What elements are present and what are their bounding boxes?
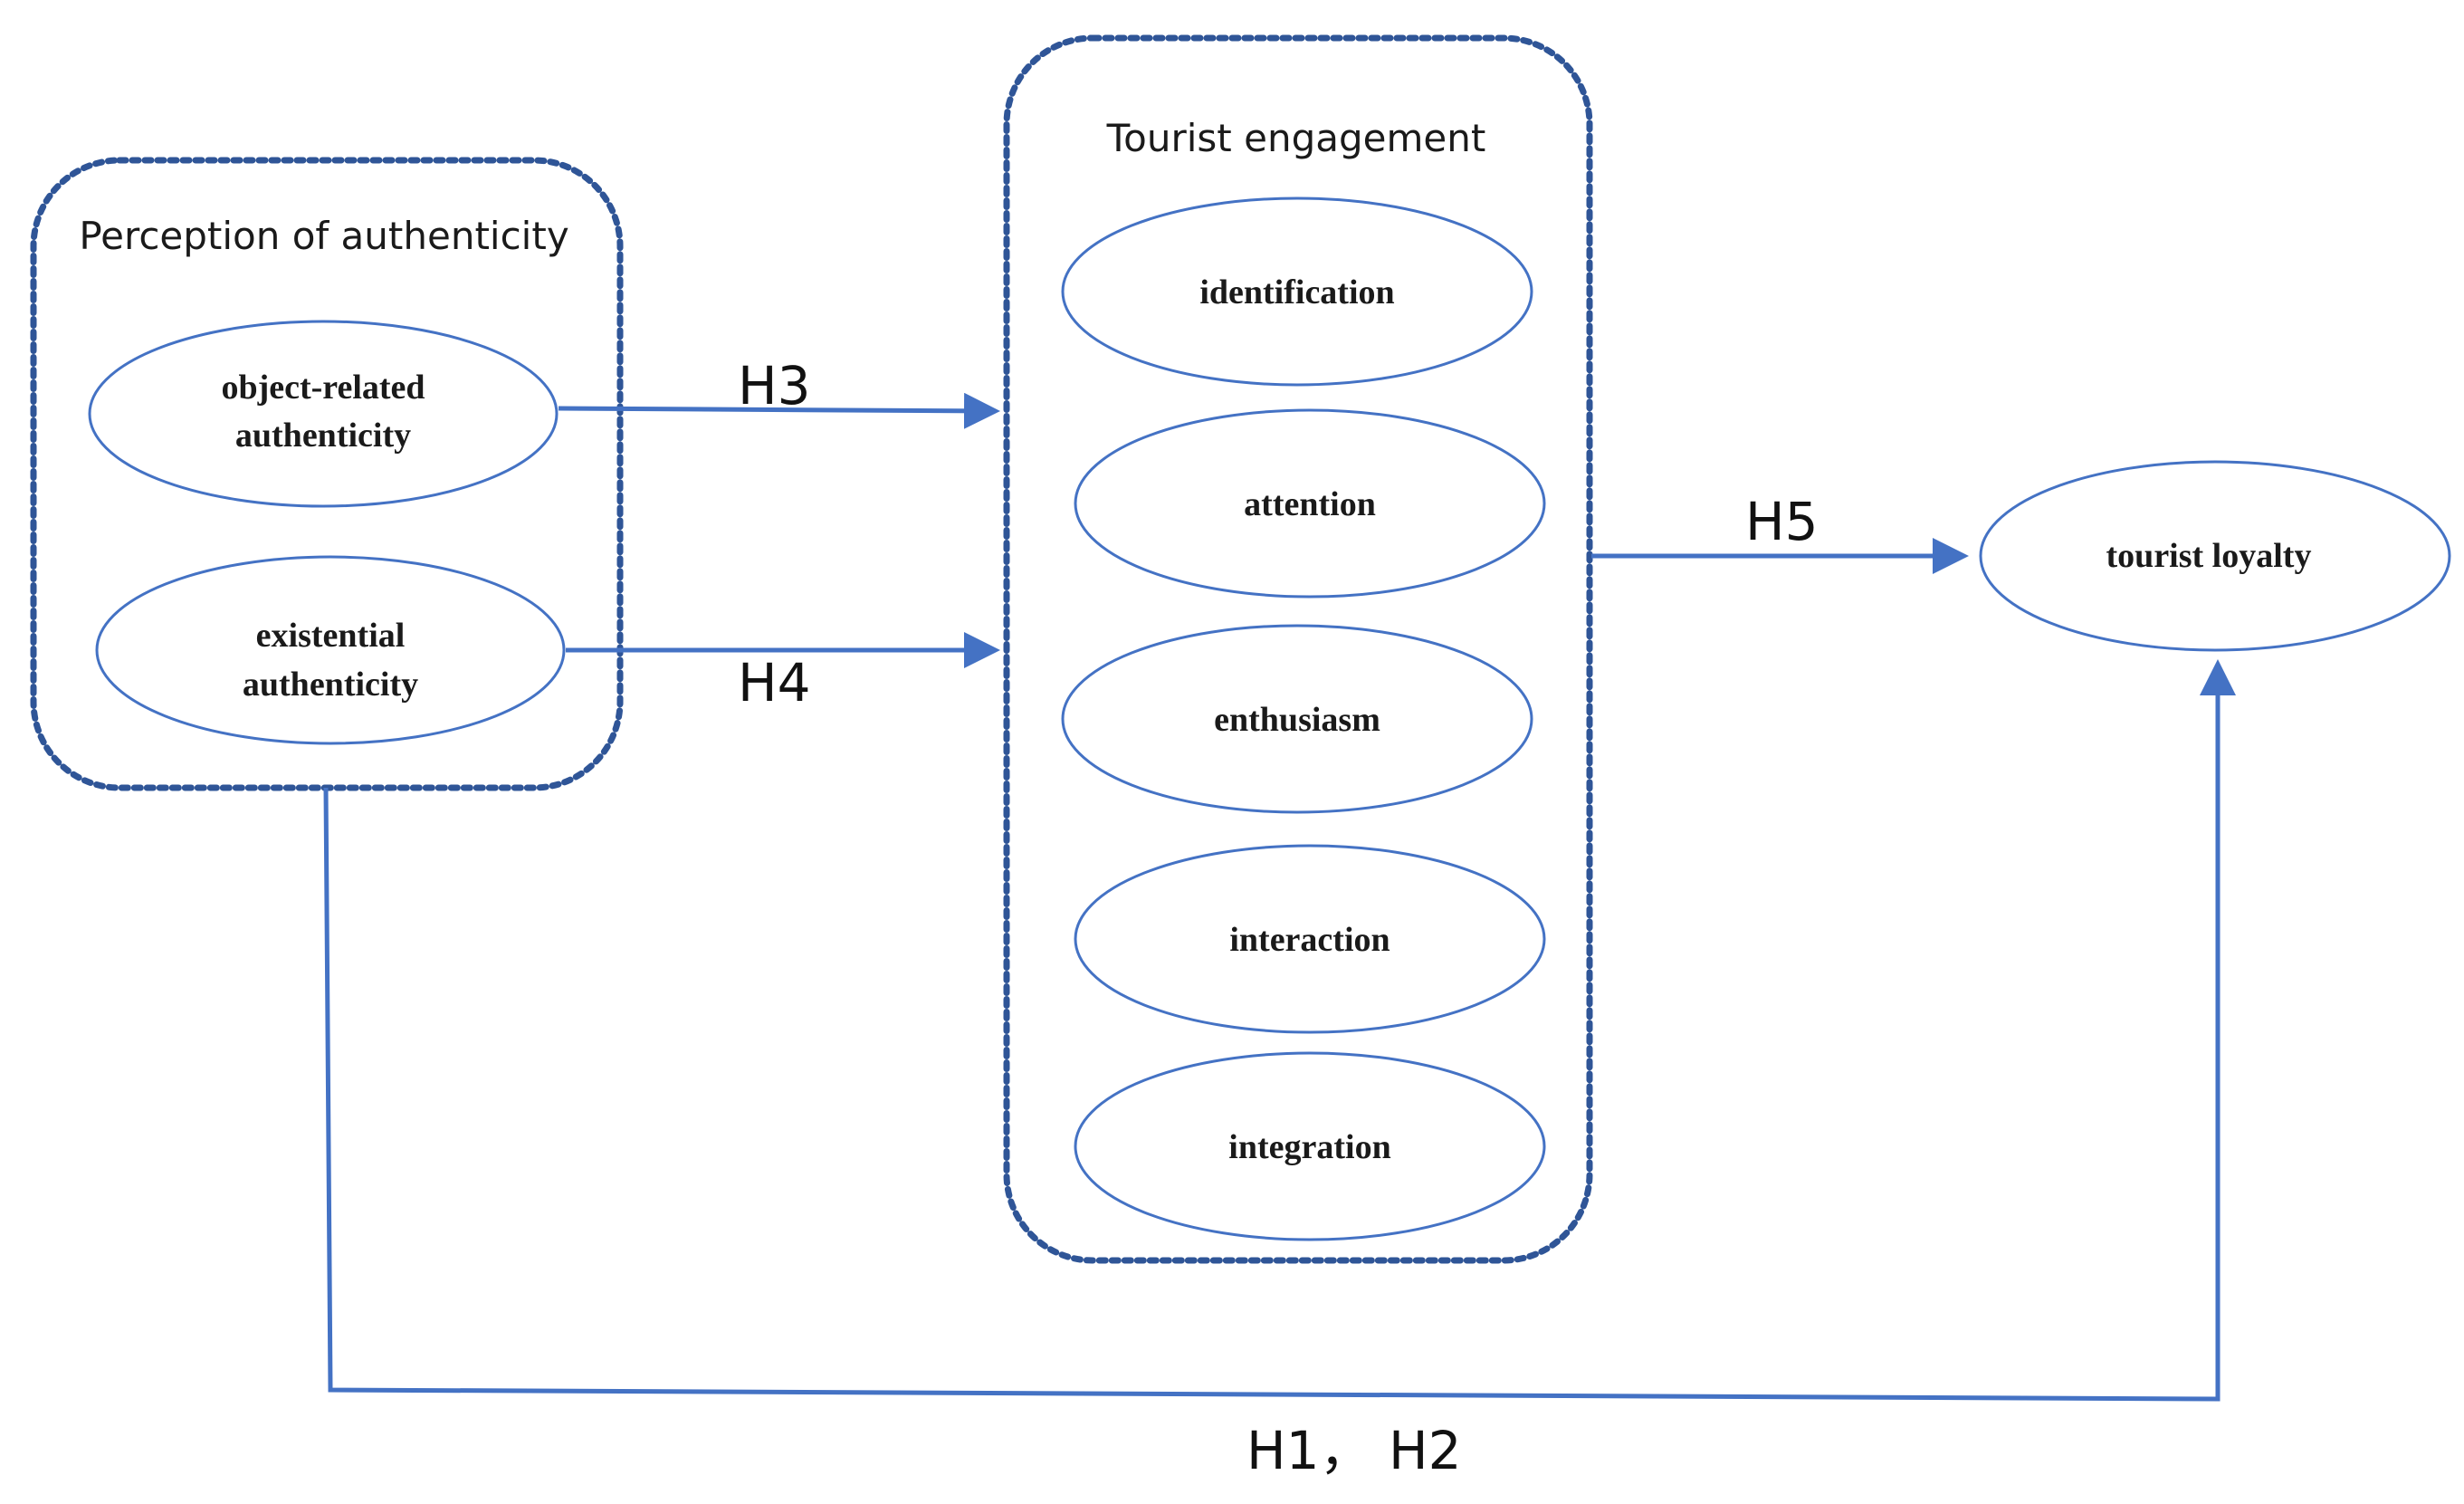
integration-label: integration [1228, 1128, 1390, 1166]
edge-h5-label: H5 [1745, 491, 1819, 552]
identification-label: identification [1199, 273, 1394, 311]
tourist-loyalty-label: tourist loyalty [2106, 537, 2312, 575]
edge-h3-label: H3 [738, 355, 811, 417]
attention-label: attention [1244, 485, 1376, 523]
integration-node: integration [1074, 1051, 1546, 1241]
edge-h1-h2-arrow [323, 659, 2236, 1402]
interaction-label: interaction [1229, 921, 1390, 959]
edge-h4: H4 [566, 632, 1000, 714]
tourist-loyalty-node: tourist loyalty [1979, 460, 2451, 652]
object-related-label-line1: object-related [221, 369, 425, 407]
engagement-group: Tourist engagement identification attent… [1003, 34, 1593, 1264]
enthusiasm-node: enthusiasm [1061, 624, 1533, 814]
engagement-group-border [1003, 34, 1593, 1264]
authenticity-group: Perception of authenticity object-relate… [30, 157, 624, 791]
interaction-node: interaction [1074, 844, 1546, 1034]
enthusiasm-label: enthusiasm [1214, 701, 1380, 739]
existential-label-line1: existential [256, 617, 406, 655]
edge-h4-label: H4 [738, 652, 811, 714]
edge-h3: H3 [558, 355, 1000, 429]
attention-node: attention [1074, 408, 1546, 599]
existential-label-line2: authenticity [243, 666, 418, 704]
engagement-group-title: Tourist engagement [1106, 116, 1486, 160]
existential-authenticity-node: existential authenticity [95, 555, 566, 745]
edge-h5: H5 [1591, 491, 1969, 574]
authenticity-group-title: Perception of authenticity [79, 214, 568, 258]
edge-h3-arrow [558, 392, 1000, 429]
identification-node: identification [1061, 196, 1533, 387]
object-related-label-line2: authenticity [235, 417, 411, 455]
edge-h1-h2-label: H1， H2 [1246, 1420, 1461, 1481]
object-related-authenticity-node: object-related authenticity [88, 320, 559, 508]
edge-h1-h2: H1， H2 [323, 659, 2236, 1481]
